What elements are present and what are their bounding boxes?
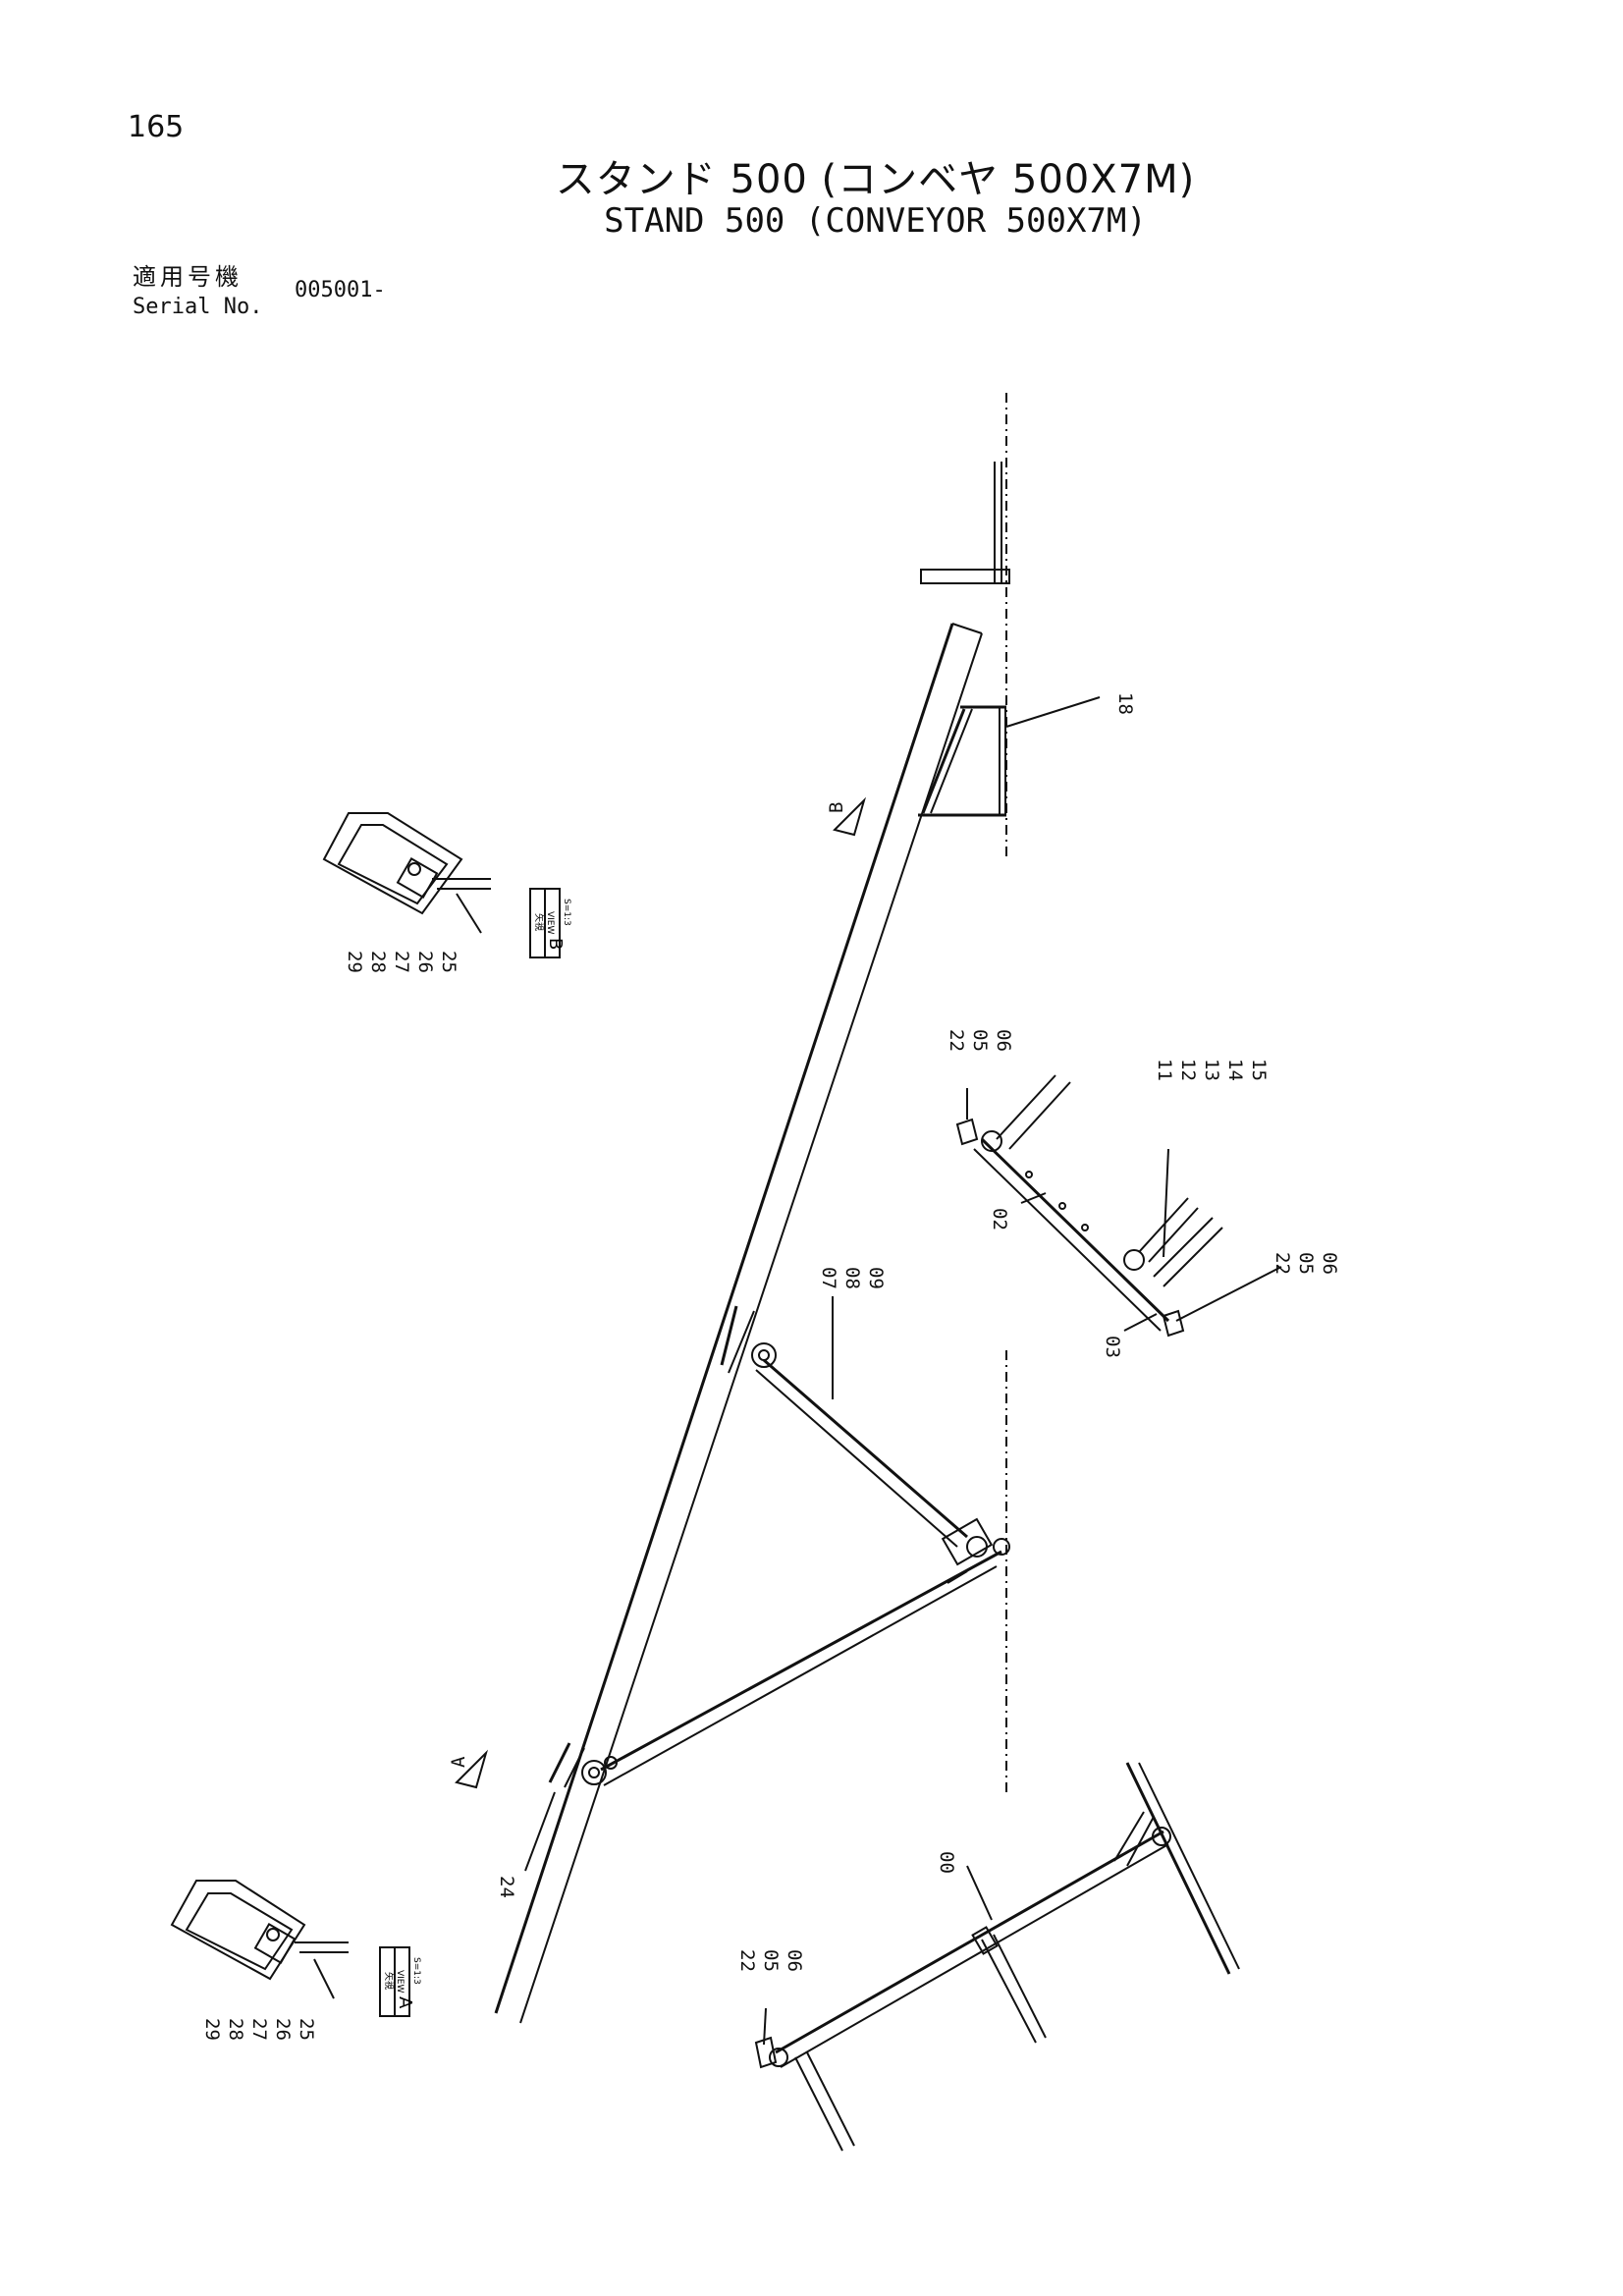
leader-00 [966, 1865, 993, 1921]
part-group-22-05-06-bottom: 22 05 06 [736, 1949, 805, 1972]
part-label-18: 18 [1114, 692, 1136, 715]
top-clamp [920, 569, 1010, 584]
svg-text:22: 22 [736, 1949, 758, 1972]
part-group-detail-a: 29 28 27 26 25 [201, 2018, 317, 2041]
svg-text:矢視: 矢視 [533, 913, 545, 931]
view-marker-b-letter: B [826, 802, 847, 813]
serial-label-en: Serial No. [133, 295, 263, 319]
svg-text:29: 29 [344, 951, 365, 973]
svg-text:VIEW: VIEW [395, 1970, 405, 1993]
leader-22-right [1175, 1266, 1282, 1322]
leader-18 [1005, 696, 1101, 728]
view-marker-b: B [826, 796, 867, 837]
svg-text:11: 11 [1154, 1059, 1175, 1081]
svg-text:28: 28 [225, 2018, 246, 2041]
view-box-a: 矢視 VIEW A S=1:3 [379, 1946, 421, 2017]
svg-text:06: 06 [1319, 1252, 1340, 1275]
svg-text:25: 25 [296, 2018, 317, 2041]
svg-text:22: 22 [1271, 1252, 1293, 1275]
brace-07-09 [720, 1305, 1010, 1566]
bracket-18 [918, 705, 1006, 817]
leader-03 [1123, 1313, 1158, 1332]
svg-text:26: 26 [414, 951, 436, 973]
part-label-02: 02 [989, 1208, 1010, 1230]
part-group-11-15: 11 12 13 14 15 [1154, 1059, 1270, 1081]
svg-text:06: 06 [784, 1949, 805, 1972]
svg-text:S=1:3: S=1:3 [411, 1957, 421, 1985]
part-label-00: 00 [936, 1851, 957, 1874]
view-marker-a: A [448, 1749, 489, 1789]
centerline-upper [920, 393, 1010, 859]
view-box-b: 矢視 VIEW B S=1:3 [529, 888, 571, 958]
svg-text:26: 26 [272, 2018, 294, 2041]
svg-text:29: 29 [201, 2018, 223, 2041]
svg-text:09: 09 [865, 1267, 887, 1289]
page-number: 165 [128, 110, 185, 144]
view-marker-a-letter: A [448, 1756, 469, 1768]
svg-text:05: 05 [760, 1949, 782, 1972]
leader-11 [1163, 1148, 1169, 1258]
leader-24 [524, 1791, 556, 1872]
frame-00 [754, 1762, 1240, 2152]
part-group-detail-b: 29 28 27 26 25 [344, 951, 460, 973]
svg-text:08: 08 [841, 1267, 863, 1289]
leader-22-bottom [763, 2007, 767, 2046]
serial-value: 005001- [295, 278, 386, 302]
svg-text:27: 27 [391, 951, 412, 973]
part-label-24: 24 [496, 1876, 517, 1898]
part-label-03: 03 [1102, 1336, 1123, 1358]
svg-text:VIEW: VIEW [545, 911, 555, 934]
svg-text:B: B [545, 938, 566, 950]
svg-text:A: A [395, 1996, 415, 2009]
svg-text:矢視: 矢視 [383, 1972, 395, 1990]
serial-label-jp: 適用号機 [133, 263, 243, 291]
page-title-en: STAND 500 (CONVEYOR 500X7M) [604, 201, 1147, 241]
conveyor-beam [494, 623, 983, 2024]
svg-text:22: 22 [946, 1029, 967, 1052]
svg-text:12: 12 [1177, 1059, 1199, 1081]
svg-text:S=1:3: S=1:3 [562, 899, 571, 926]
svg-text:28: 28 [367, 951, 389, 973]
svg-text:13: 13 [1201, 1059, 1222, 1081]
svg-text:15: 15 [1248, 1059, 1270, 1081]
leg-detail-02 [955, 1074, 1223, 1338]
svg-text:14: 14 [1224, 1059, 1246, 1081]
svg-text:06: 06 [993, 1029, 1014, 1052]
svg-text:07: 07 [818, 1267, 839, 1289]
main-leg [548, 1550, 1002, 1788]
part-group-22-05-06-right: 22 05 06 [1271, 1252, 1340, 1275]
page-title-jp: スタンド 500 (コンベヤ 500X7M) [555, 157, 1196, 202]
detail-view-a [170, 1880, 349, 1999]
svg-text:05: 05 [1295, 1252, 1317, 1275]
svg-text:27: 27 [248, 2018, 270, 2041]
part-group-07-09: 07 08 09 [818, 1267, 887, 1289]
detail-view-b [322, 812, 491, 934]
svg-text:25: 25 [438, 951, 460, 973]
part-group-22-05-06-top: 22 05 06 [946, 1029, 1014, 1052]
svg-text:05: 05 [969, 1029, 991, 1052]
leader-02 [1020, 1192, 1047, 1204]
